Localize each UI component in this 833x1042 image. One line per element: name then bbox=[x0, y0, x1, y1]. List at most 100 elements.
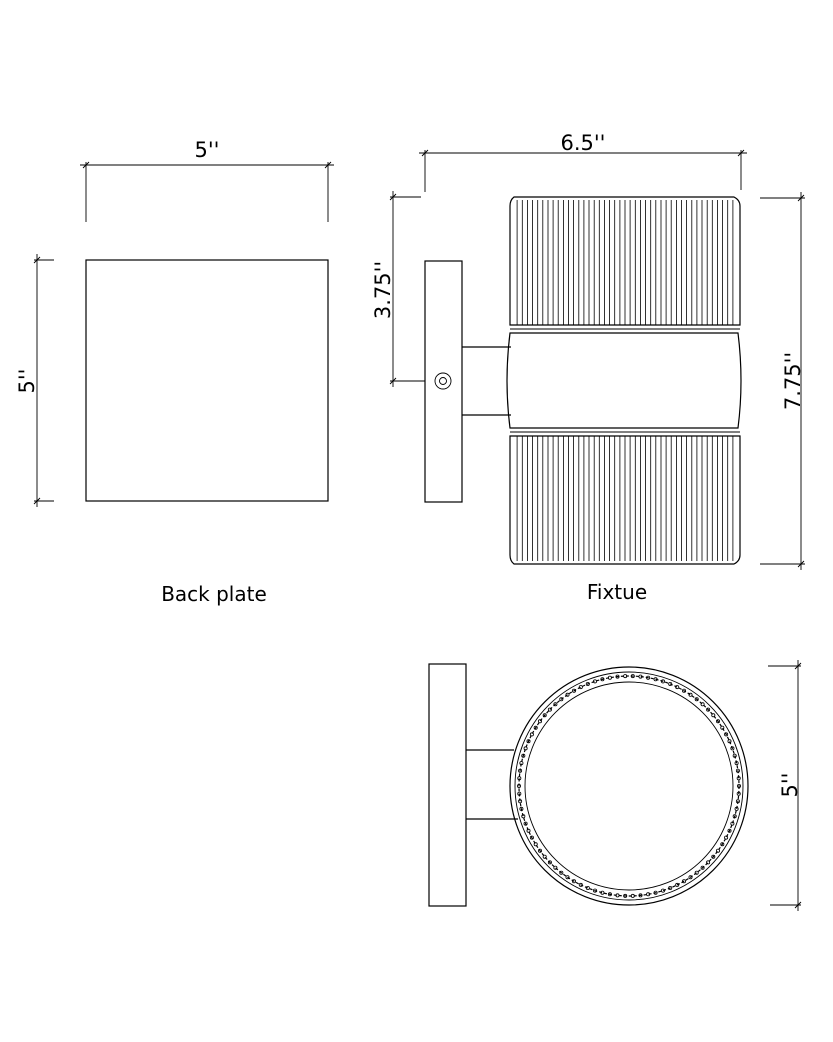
flute-dot bbox=[653, 677, 658, 682]
flute-dot bbox=[533, 725, 538, 730]
flute-dot bbox=[724, 835, 729, 840]
flute-dot bbox=[706, 860, 711, 865]
flute-dot bbox=[736, 791, 741, 796]
top-view-arm bbox=[466, 749, 518, 820]
flute-dot bbox=[615, 893, 620, 898]
flute-dot bbox=[529, 835, 534, 840]
flute-dot bbox=[653, 890, 658, 895]
flute-dot bbox=[720, 842, 725, 847]
flute-dot bbox=[585, 886, 590, 891]
flute-dot bbox=[553, 702, 558, 707]
flute-dot bbox=[526, 739, 531, 744]
flute-dot bbox=[553, 865, 558, 870]
back-plate-width-label: 5'' bbox=[195, 138, 220, 162]
back-plate-view: 5'' 5'' Back plate bbox=[15, 138, 334, 606]
flute-dot bbox=[593, 679, 598, 684]
flute-dot bbox=[523, 821, 528, 826]
fixture-top-view: 5'' bbox=[428, 660, 802, 911]
flute-dot bbox=[623, 674, 628, 679]
flute-dot bbox=[732, 814, 737, 819]
flute-dot bbox=[737, 784, 742, 789]
flute-dot bbox=[542, 854, 547, 859]
flute-dot bbox=[521, 753, 526, 758]
flute-dot bbox=[694, 697, 699, 702]
flute-dot bbox=[578, 882, 583, 887]
flute-dot bbox=[646, 675, 651, 680]
flute-dot bbox=[736, 776, 741, 781]
flute-dot bbox=[734, 806, 739, 811]
flute-dot bbox=[730, 746, 735, 751]
flute-dot bbox=[694, 870, 699, 875]
flute-dot bbox=[578, 685, 583, 690]
back-plate-width-dimension: 5'' bbox=[80, 138, 334, 222]
fixture-width-dimension: 6.5'' bbox=[419, 131, 747, 192]
flute-dot bbox=[727, 739, 732, 744]
fixture-height-dimension: 7.75'' bbox=[760, 192, 805, 570]
fixture-middle-band bbox=[506, 332, 742, 429]
back-plate-height-dimension: 5'' bbox=[15, 254, 54, 507]
flute-dot bbox=[724, 732, 729, 737]
flute-dot bbox=[519, 761, 524, 766]
top-view-inner-ring bbox=[518, 675, 740, 897]
fixture-width-label: 6.5'' bbox=[561, 131, 606, 155]
flute-dot bbox=[732, 753, 737, 758]
flute-dot bbox=[730, 821, 735, 826]
flute-dot bbox=[517, 791, 522, 796]
flute-dot bbox=[518, 768, 523, 773]
flute-dot bbox=[517, 776, 522, 781]
flute-dot bbox=[668, 682, 673, 687]
flute-dot bbox=[646, 892, 651, 897]
back-plate-outline bbox=[85, 259, 329, 502]
flute-dot bbox=[700, 702, 705, 707]
fixture-offset-label: 3.75'' bbox=[371, 261, 395, 319]
flute-dot bbox=[538, 848, 543, 853]
flute-dot bbox=[711, 713, 716, 718]
flute-dot bbox=[542, 713, 547, 718]
flute-dot bbox=[538, 719, 543, 724]
flute-dot bbox=[519, 806, 524, 811]
flute-dot bbox=[572, 879, 577, 884]
fixture-arm bbox=[462, 346, 511, 416]
flute-dot bbox=[523, 746, 528, 751]
flute-dot bbox=[593, 888, 598, 893]
flute-dot bbox=[526, 828, 531, 833]
back-plate-height-label: 5'' bbox=[15, 369, 39, 394]
upper-fluted-shade bbox=[509, 196, 741, 330]
flute-dot bbox=[572, 688, 577, 693]
flute-dot bbox=[675, 685, 680, 690]
flute-dot bbox=[668, 886, 673, 891]
flute-dot bbox=[638, 893, 643, 898]
flute-dot bbox=[716, 719, 721, 724]
top-view-flute-pattern bbox=[517, 674, 742, 898]
flute-dot bbox=[682, 688, 687, 693]
flute-dot bbox=[682, 879, 687, 884]
fixture-offset-dimension: 3.75'' bbox=[371, 191, 425, 387]
fixture-side-view: 6.5'' 3.75'' 7.75'' Fixtue bbox=[371, 131, 805, 604]
flute-dot bbox=[517, 784, 522, 789]
flute-dot bbox=[688, 875, 693, 880]
flute-dot bbox=[716, 848, 721, 853]
flute-dot bbox=[711, 854, 716, 859]
flute-dot bbox=[615, 674, 620, 679]
flute-dot bbox=[638, 674, 643, 679]
flute-dot bbox=[600, 890, 605, 895]
flute-dot bbox=[559, 870, 564, 875]
flute-dot bbox=[559, 697, 564, 702]
back-plate-caption: Back plate bbox=[161, 582, 267, 606]
fixture-wall-plate bbox=[424, 260, 463, 503]
flute-dot bbox=[720, 725, 725, 730]
flute-dot bbox=[630, 674, 635, 679]
fixture-caption: Fixtue bbox=[587, 580, 647, 604]
flute-dot bbox=[661, 679, 666, 684]
flute-dot bbox=[529, 732, 534, 737]
flute-dot bbox=[607, 892, 612, 897]
flute-dot bbox=[661, 888, 666, 893]
flute-dot bbox=[735, 768, 740, 773]
fixture-height-label: 7.75'' bbox=[781, 352, 805, 410]
flute-dot bbox=[734, 761, 739, 766]
flute-dot bbox=[688, 692, 693, 697]
flute-dot bbox=[547, 707, 552, 712]
flute-dot bbox=[675, 882, 680, 887]
flute-dot bbox=[600, 677, 605, 682]
